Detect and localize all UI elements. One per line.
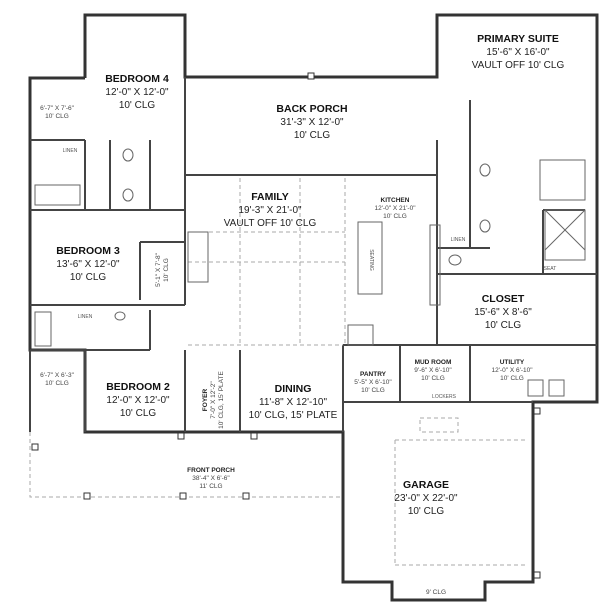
room-name: BEDROOM 2: [106, 381, 170, 393]
room-name: UTILITY: [500, 359, 525, 366]
room-back-porch: BACK PORCH 31'-3" X 12'-0" 10' CLG: [276, 103, 347, 141]
room-ceiling: 10' CLG: [421, 375, 445, 382]
wic2-size: 6'-7" X 6'-3": [40, 372, 75, 379]
room-size: 5'-5" X 6'-10": [354, 379, 392, 386]
room-ceiling: 10' CLG, 15' PLATE: [218, 371, 225, 429]
room-name: PANTRY: [360, 371, 387, 378]
room-size: 38'-4" X 6'-6": [192, 475, 230, 482]
room-size: 9'-6" X 6'-10": [414, 367, 452, 374]
front-porch-outline: [29, 350, 343, 498]
room-bedroom-2: BEDROOM 2 12'-0" X 12'-0" 10' CLG: [106, 381, 170, 419]
ceiling-lines: [188, 178, 525, 566]
room-ceiling: 10' CLG: [119, 100, 156, 111]
room-name: FRONT PORCH: [187, 467, 235, 474]
room-ceiling: 10' CLG: [500, 375, 524, 382]
room-size: 12'-0" X 12'-0": [106, 395, 170, 406]
room-name: BACK PORCH: [276, 103, 347, 115]
room-name: GARAGE: [403, 479, 449, 491]
wic3-size: 5'-1" X 7'-8": [155, 252, 162, 287]
fixtures: [34, 148, 586, 397]
room-foyer: FOYER 7'-0" X 12'-2" 10' CLG, 15' PLATE: [202, 371, 225, 429]
room-size: 13'-6" X 12'-0": [56, 259, 120, 270]
room-size: 15'-6" X 8'-6": [474, 307, 532, 318]
room-front-porch: FRONT PORCH 38'-4" X 6'-6" 11' CLG: [187, 467, 235, 490]
room-mud-room: MUD ROOM 9'-6" X 6'-10" 10' CLG: [414, 359, 452, 382]
room-name: FOYER: [202, 389, 209, 412]
room-size: 12'-0" X 6'-10": [491, 367, 533, 374]
wic4-size: 6'-7" X 7'-6": [40, 105, 75, 112]
room-ceiling: 10' CLG, 15' PLATE: [249, 410, 338, 421]
room-size: 12'-0" X 21'-0": [374, 205, 416, 212]
room-closet: CLOSET 15'-6" X 8'-6" 10' CLG: [474, 293, 532, 331]
room-garage: GARAGE 23'-0" X 22'-0" 10' CLG 9' CLG: [394, 479, 458, 596]
room-name: FAMILY: [251, 191, 289, 203]
linen-label-2: LINEN: [78, 314, 93, 320]
seat-label: SEAT: [544, 266, 557, 272]
kitchen-island: [357, 221, 383, 295]
wic4-ceiling: 10' CLG: [45, 113, 69, 120]
wic2-ceiling: 10' CLG: [45, 380, 69, 387]
freestanding-tub: [539, 159, 586, 201]
room-primary-suite: PRIMARY SUITE 15'-6" X 16'-0" VAULT OFF …: [472, 33, 565, 71]
room-ceiling: 11' CLG: [199, 483, 222, 490]
room-size: 7'-0" X 12'-2": [210, 381, 217, 419]
room-ceiling: 10' CLG: [361, 387, 385, 394]
room-size: 31'-3" X 12'-0": [280, 117, 344, 128]
closet-labels: 6'-7" X 7'-6" 10' CLG 6'-7" X 6'-3" 10' …: [40, 105, 556, 400]
room-name: MUD ROOM: [415, 359, 452, 366]
room-dining: DINING 11'-8" X 12'-10" 10' CLG, 15' PLA…: [249, 383, 338, 421]
room-name: DINING: [275, 383, 312, 395]
room-ceiling: 10' CLG: [485, 320, 522, 331]
room-ceiling: 10' CLG: [70, 272, 107, 283]
room-ceiling: VAULT OFF 10' CLG: [224, 218, 317, 229]
garage-bay-ceiling: 9' CLG: [426, 589, 446, 596]
room-ceiling: 10' CLG: [408, 506, 445, 517]
room-ceiling: 10' CLG: [120, 408, 157, 419]
room-size: 11'-8" X 12'-10": [259, 397, 327, 408]
utility-sink: [527, 379, 544, 397]
room-name: BEDROOM 3: [56, 245, 120, 257]
wic3-ceiling: 10' CLG: [163, 258, 170, 282]
porch-posts: [31, 72, 541, 579]
room-name: CLOSET: [482, 293, 525, 305]
room-size: 12'-0" X 12'-0": [105, 87, 169, 98]
room-ceiling: 10' CLG: [383, 213, 407, 220]
bathtub-2: [34, 311, 52, 347]
room-name: KITCHEN: [381, 197, 410, 204]
room-bedroom-3: BEDROOM 3 13'-6" X 12'-0" 10' CLG: [56, 245, 120, 283]
room-pantry: PANTRY 5'-5" X 6'-10" 10' CLG: [354, 371, 392, 394]
room-kitchen: KITCHEN 12'-0" X 21'-0" 10' CLG: [374, 197, 416, 220]
lockers-label: LOCKERS: [432, 394, 457, 400]
bathtub: [34, 184, 81, 206]
room-ceiling: 10' CLG: [294, 130, 331, 141]
room-size: 19'-3" X 21'-0": [238, 205, 302, 216]
linen-label-3: LINEN: [451, 237, 466, 243]
room-bedroom-4: BEDROOM 4 12'-0" X 12'-0" 10' CLG: [105, 73, 169, 111]
room-name: BEDROOM 4: [105, 73, 169, 85]
room-size: 23'-0" X 22'-0": [394, 493, 458, 504]
room-size: 15'-6" X 16'-0": [486, 47, 550, 58]
room-ceiling: VAULT OFF 10' CLG: [472, 60, 565, 71]
room-utility: UTILITY 12'-0" X 6'-10" 10' CLG: [491, 359, 533, 382]
room-name: PRIMARY SUITE: [477, 33, 559, 45]
seating-label: SEATING: [368, 249, 374, 271]
linen-label: LINEN: [63, 148, 78, 154]
utility-sink-2: [548, 379, 565, 397]
shower: [544, 209, 586, 261]
fireplace: [187, 231, 209, 283]
room-family: FAMILY 19'-3" X 21'-0" VAULT OFF 10' CLG: [224, 191, 317, 229]
